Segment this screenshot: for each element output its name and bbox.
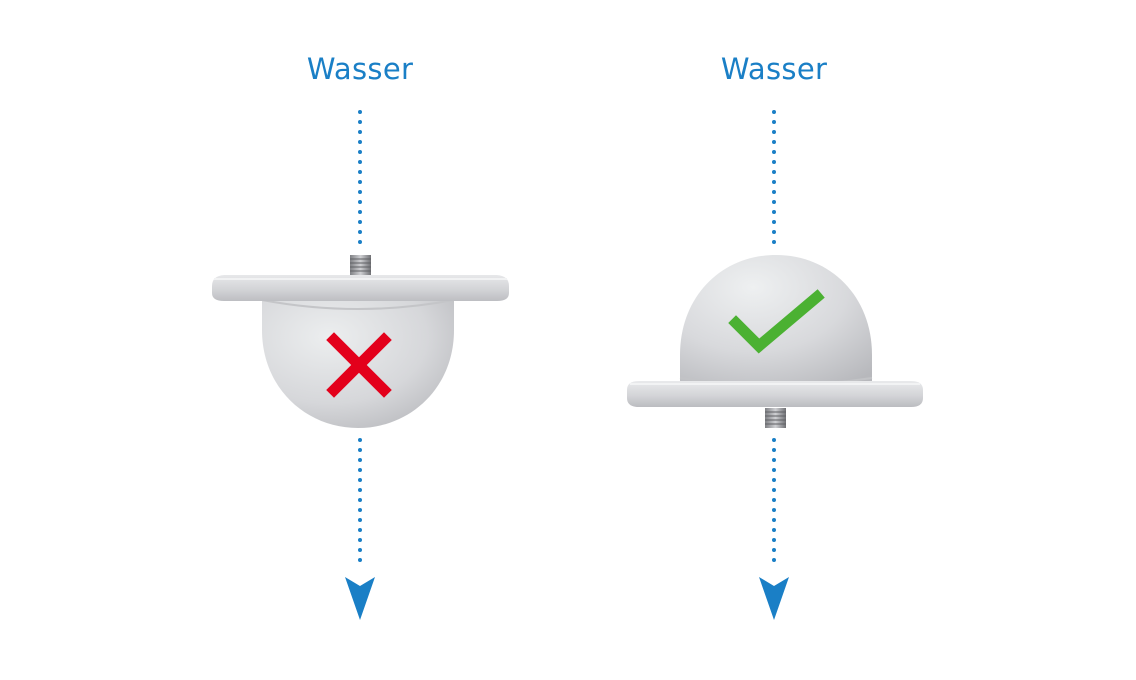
incorrect-mount-diagram [212,110,509,620]
cross-icon [326,332,392,398]
flow-arrow-down-icon [345,577,375,620]
threaded-stud [765,408,786,428]
water-label: Wasser [720,52,828,86]
mounting-flange [212,275,509,301]
water-label: Wasser [306,52,414,86]
threaded-stud [350,255,371,275]
correct-mount-diagram [627,110,923,620]
mounting-flange [627,381,923,407]
panel-incorrect-orientation: Wasser [212,52,509,620]
check-icon [728,289,825,354]
dome-body [679,255,873,386]
panel-correct-orientation: Wasser [568,0,1136,680]
flow-arrow-down-icon [759,577,789,620]
